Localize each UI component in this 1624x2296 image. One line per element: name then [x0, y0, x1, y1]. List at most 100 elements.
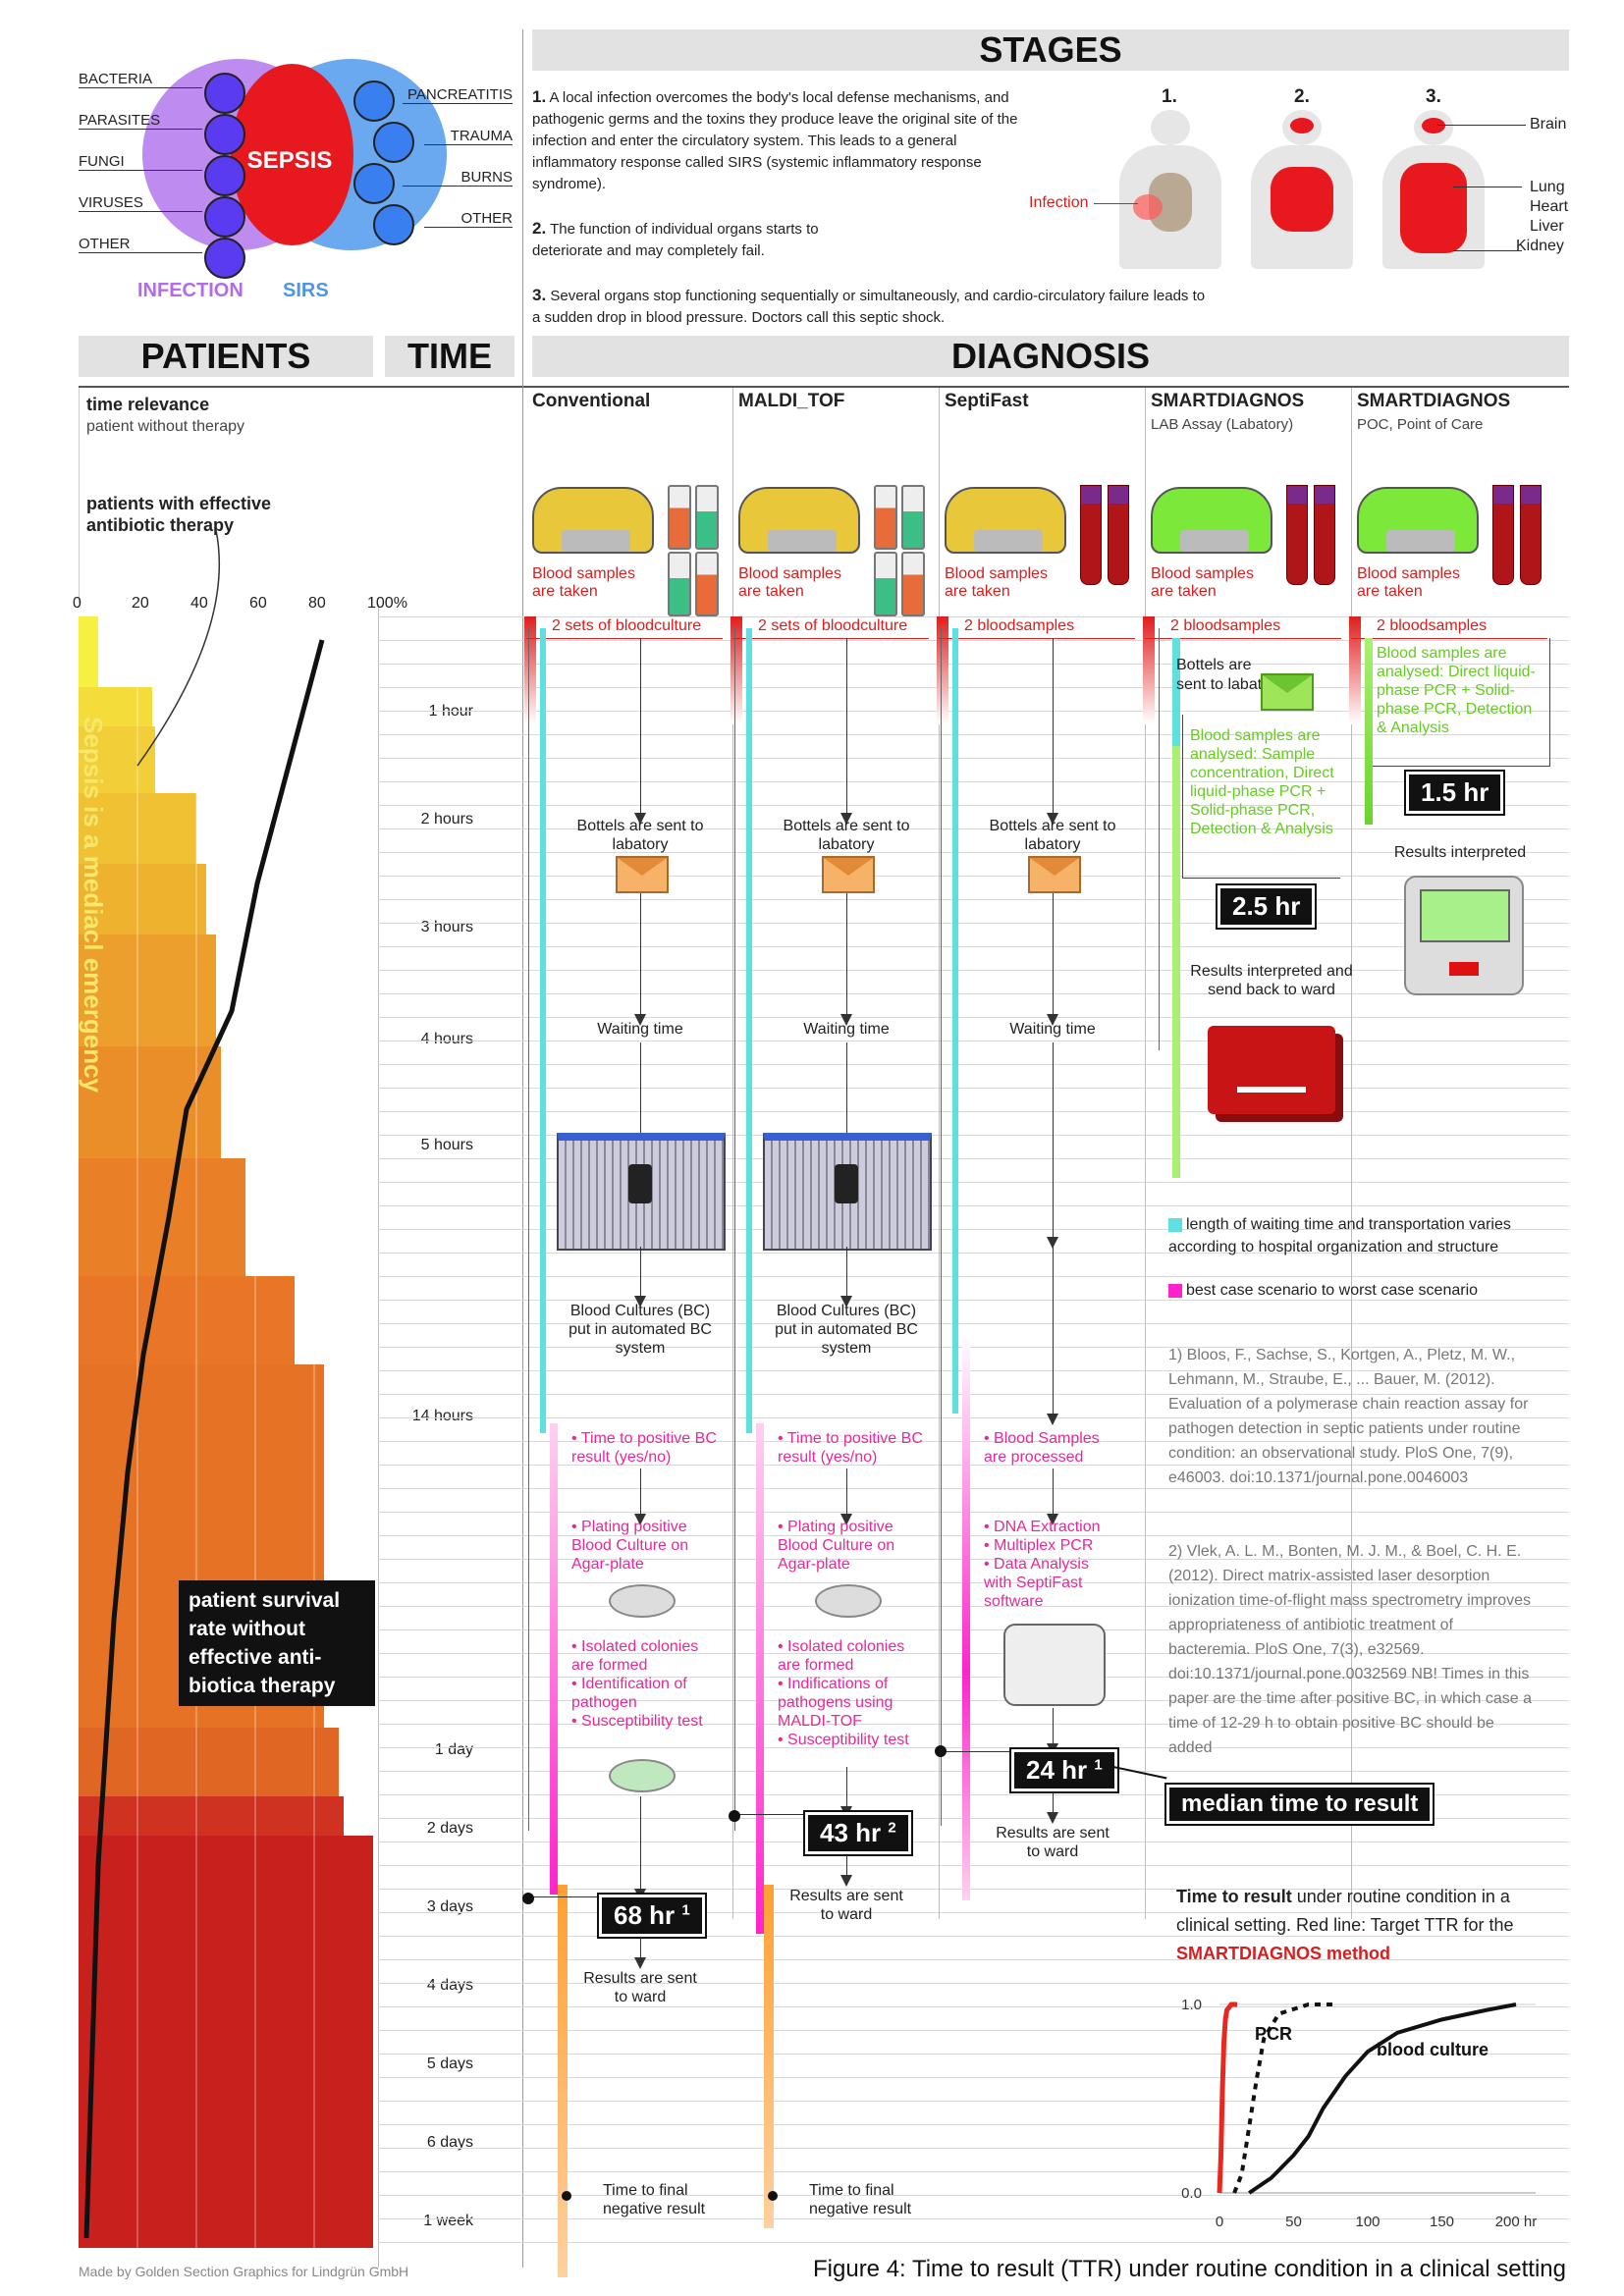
- lab-interp-text: Results interpreted and send back to war…: [1190, 963, 1353, 998]
- magenta-swatch: [1168, 1283, 1182, 1298]
- scenario-bar: [550, 1423, 558, 1895]
- stages-header: STAGES: [532, 29, 1569, 71]
- pcr-machine-icon: [1003, 1624, 1106, 1706]
- organ-brain: Brain: [1530, 116, 1567, 133]
- grid-line: [378, 2006, 1569, 2007]
- grid-line: [378, 1394, 1569, 1395]
- grid-line: [378, 1088, 1569, 1089]
- lab-badge: 2.5 hr: [1215, 883, 1318, 930]
- culture-bottle-icon: [874, 552, 897, 616]
- stage-3-text: 3. Several organs stop functioning seque…: [532, 286, 1206, 326]
- flow-arrow: [840, 1014, 852, 1026]
- bc-system-screen: [835, 1164, 858, 1203]
- envelope-icon: [822, 856, 875, 893]
- blood-taken-text: Blood samples are taken: [532, 565, 635, 600]
- culture-bottle-icon: [901, 485, 925, 550]
- sent-ward-text: Results are sent to ward: [789, 1888, 903, 1923]
- blood-tube-icon: [1314, 485, 1335, 585]
- time-tick: 1 week: [423, 2213, 473, 2229]
- lab-sent-text: Bottels are sent to labatory: [1176, 657, 1284, 693]
- grid-line: [378, 1794, 1569, 1795]
- stage-1-head: [1151, 110, 1190, 145]
- cause-dot: [204, 73, 245, 114]
- start-marker: [1349, 616, 1361, 724]
- grid-line: [378, 1300, 1569, 1301]
- grid-line: [378, 1559, 1569, 1560]
- grid-line: [378, 1253, 1569, 1254]
- patient-axis-tick: 20: [132, 595, 149, 612]
- reference-1: 1) Bloos, F., Sachse, S., Kortgen, A., P…: [1168, 1347, 1529, 1486]
- cause-dot: [204, 238, 245, 279]
- grid-line: [378, 852, 1569, 853]
- grid-line: [378, 734, 1569, 735]
- cause-bacteria: BACTERIA: [79, 71, 202, 88]
- method-divider: [1145, 388, 1146, 1919]
- ttr-x-tick: 150: [1430, 2214, 1454, 2230]
- blood-taken-text: Blood samples are taken: [738, 565, 841, 600]
- grid-line: [378, 1182, 1569, 1183]
- grid-line: [378, 970, 1569, 971]
- time-tick: 4 hours: [420, 1031, 473, 1047]
- grid-line: [378, 876, 1569, 877]
- sent-ward-text: Results are sent to ward: [583, 1970, 697, 2005]
- grid-line: [378, 1465, 1569, 1466]
- sent-text: Bottels are sent to labatory: [783, 818, 910, 853]
- timeline-line: [734, 628, 735, 1831]
- figure-caption: Figure 4: Time to result (TTR) under rou…: [813, 2256, 1567, 2282]
- time-tick: 1 day: [434, 1741, 473, 1758]
- grid-line: [378, 1582, 1569, 1583]
- time-header: TIME: [385, 336, 514, 377]
- sepsis-overlap: [231, 64, 353, 245]
- time-tick: 5 hours: [420, 1137, 473, 1153]
- method-divider: [1351, 388, 1352, 1919]
- lab-timeline: [1159, 628, 1160, 1050]
- patient-axis-tick: 80: [308, 595, 326, 612]
- arm-icon: [1386, 530, 1455, 552]
- grid-line: [378, 2148, 1569, 2149]
- flow-line: [1053, 638, 1054, 815]
- flow-arrow: [840, 1514, 852, 1525]
- pathogen-steps: • Isolated colonies are formed • Identif…: [571, 1638, 703, 1730]
- negative-bar: [764, 1885, 774, 2228]
- grid-line: [378, 1936, 1569, 1937]
- arm-icon: [974, 530, 1043, 552]
- sirs-cause-burns: BURNS: [403, 169, 513, 187]
- method-title: Conventional: [532, 391, 651, 411]
- culture-bottle-icon: [668, 552, 691, 616]
- grid-line: [378, 1441, 1569, 1442]
- cause-dot: [204, 155, 245, 196]
- flow-arrow: [634, 1957, 646, 1969]
- grid-line: [378, 711, 1569, 712]
- time-divider: [378, 388, 379, 2268]
- bc-system-text: Blood Cultures (BC) put in automated BC …: [568, 1303, 712, 1357]
- culture-bottle-icon: [695, 552, 719, 616]
- grid-line: [378, 1017, 1569, 1018]
- grid-line: [378, 1512, 1569, 1513]
- survival-curve: [83, 639, 325, 2239]
- bc-system-icon: [557, 1133, 726, 1251]
- flow-line: [1053, 1042, 1054, 1415]
- scenario-bar: [756, 1423, 764, 1934]
- flow-line: [1053, 893, 1054, 1016]
- diagnosis-header: DIAGNOSIS: [532, 336, 1569, 377]
- method-subtitle: POC, Point of Care: [1357, 416, 1484, 433]
- organ-lines: [1453, 187, 1522, 251]
- ttr-x-tick: 100: [1355, 2214, 1380, 2230]
- grid-line: [378, 1747, 1569, 1748]
- time-tick: 6 days: [426, 2134, 473, 2151]
- arm-icon: [562, 530, 630, 552]
- flow-line: [1053, 1468, 1054, 1516]
- survival-band: [79, 864, 206, 934]
- flow-line: [1053, 1792, 1054, 1814]
- sirs-dot: [353, 80, 395, 122]
- grid-line: [378, 1158, 1569, 1159]
- grid-line: [378, 2242, 1569, 2243]
- lab-device-icon: [1208, 1026, 1335, 1114]
- lab-bracket: [1182, 715, 1340, 879]
- waiting-bar: [952, 628, 958, 1414]
- grid-line: [378, 687, 1569, 688]
- badge-dot: [935, 1745, 947, 1757]
- flow-line: [640, 638, 641, 815]
- culture-bottle-icon: [668, 485, 691, 550]
- effective-arrow: [136, 529, 221, 767]
